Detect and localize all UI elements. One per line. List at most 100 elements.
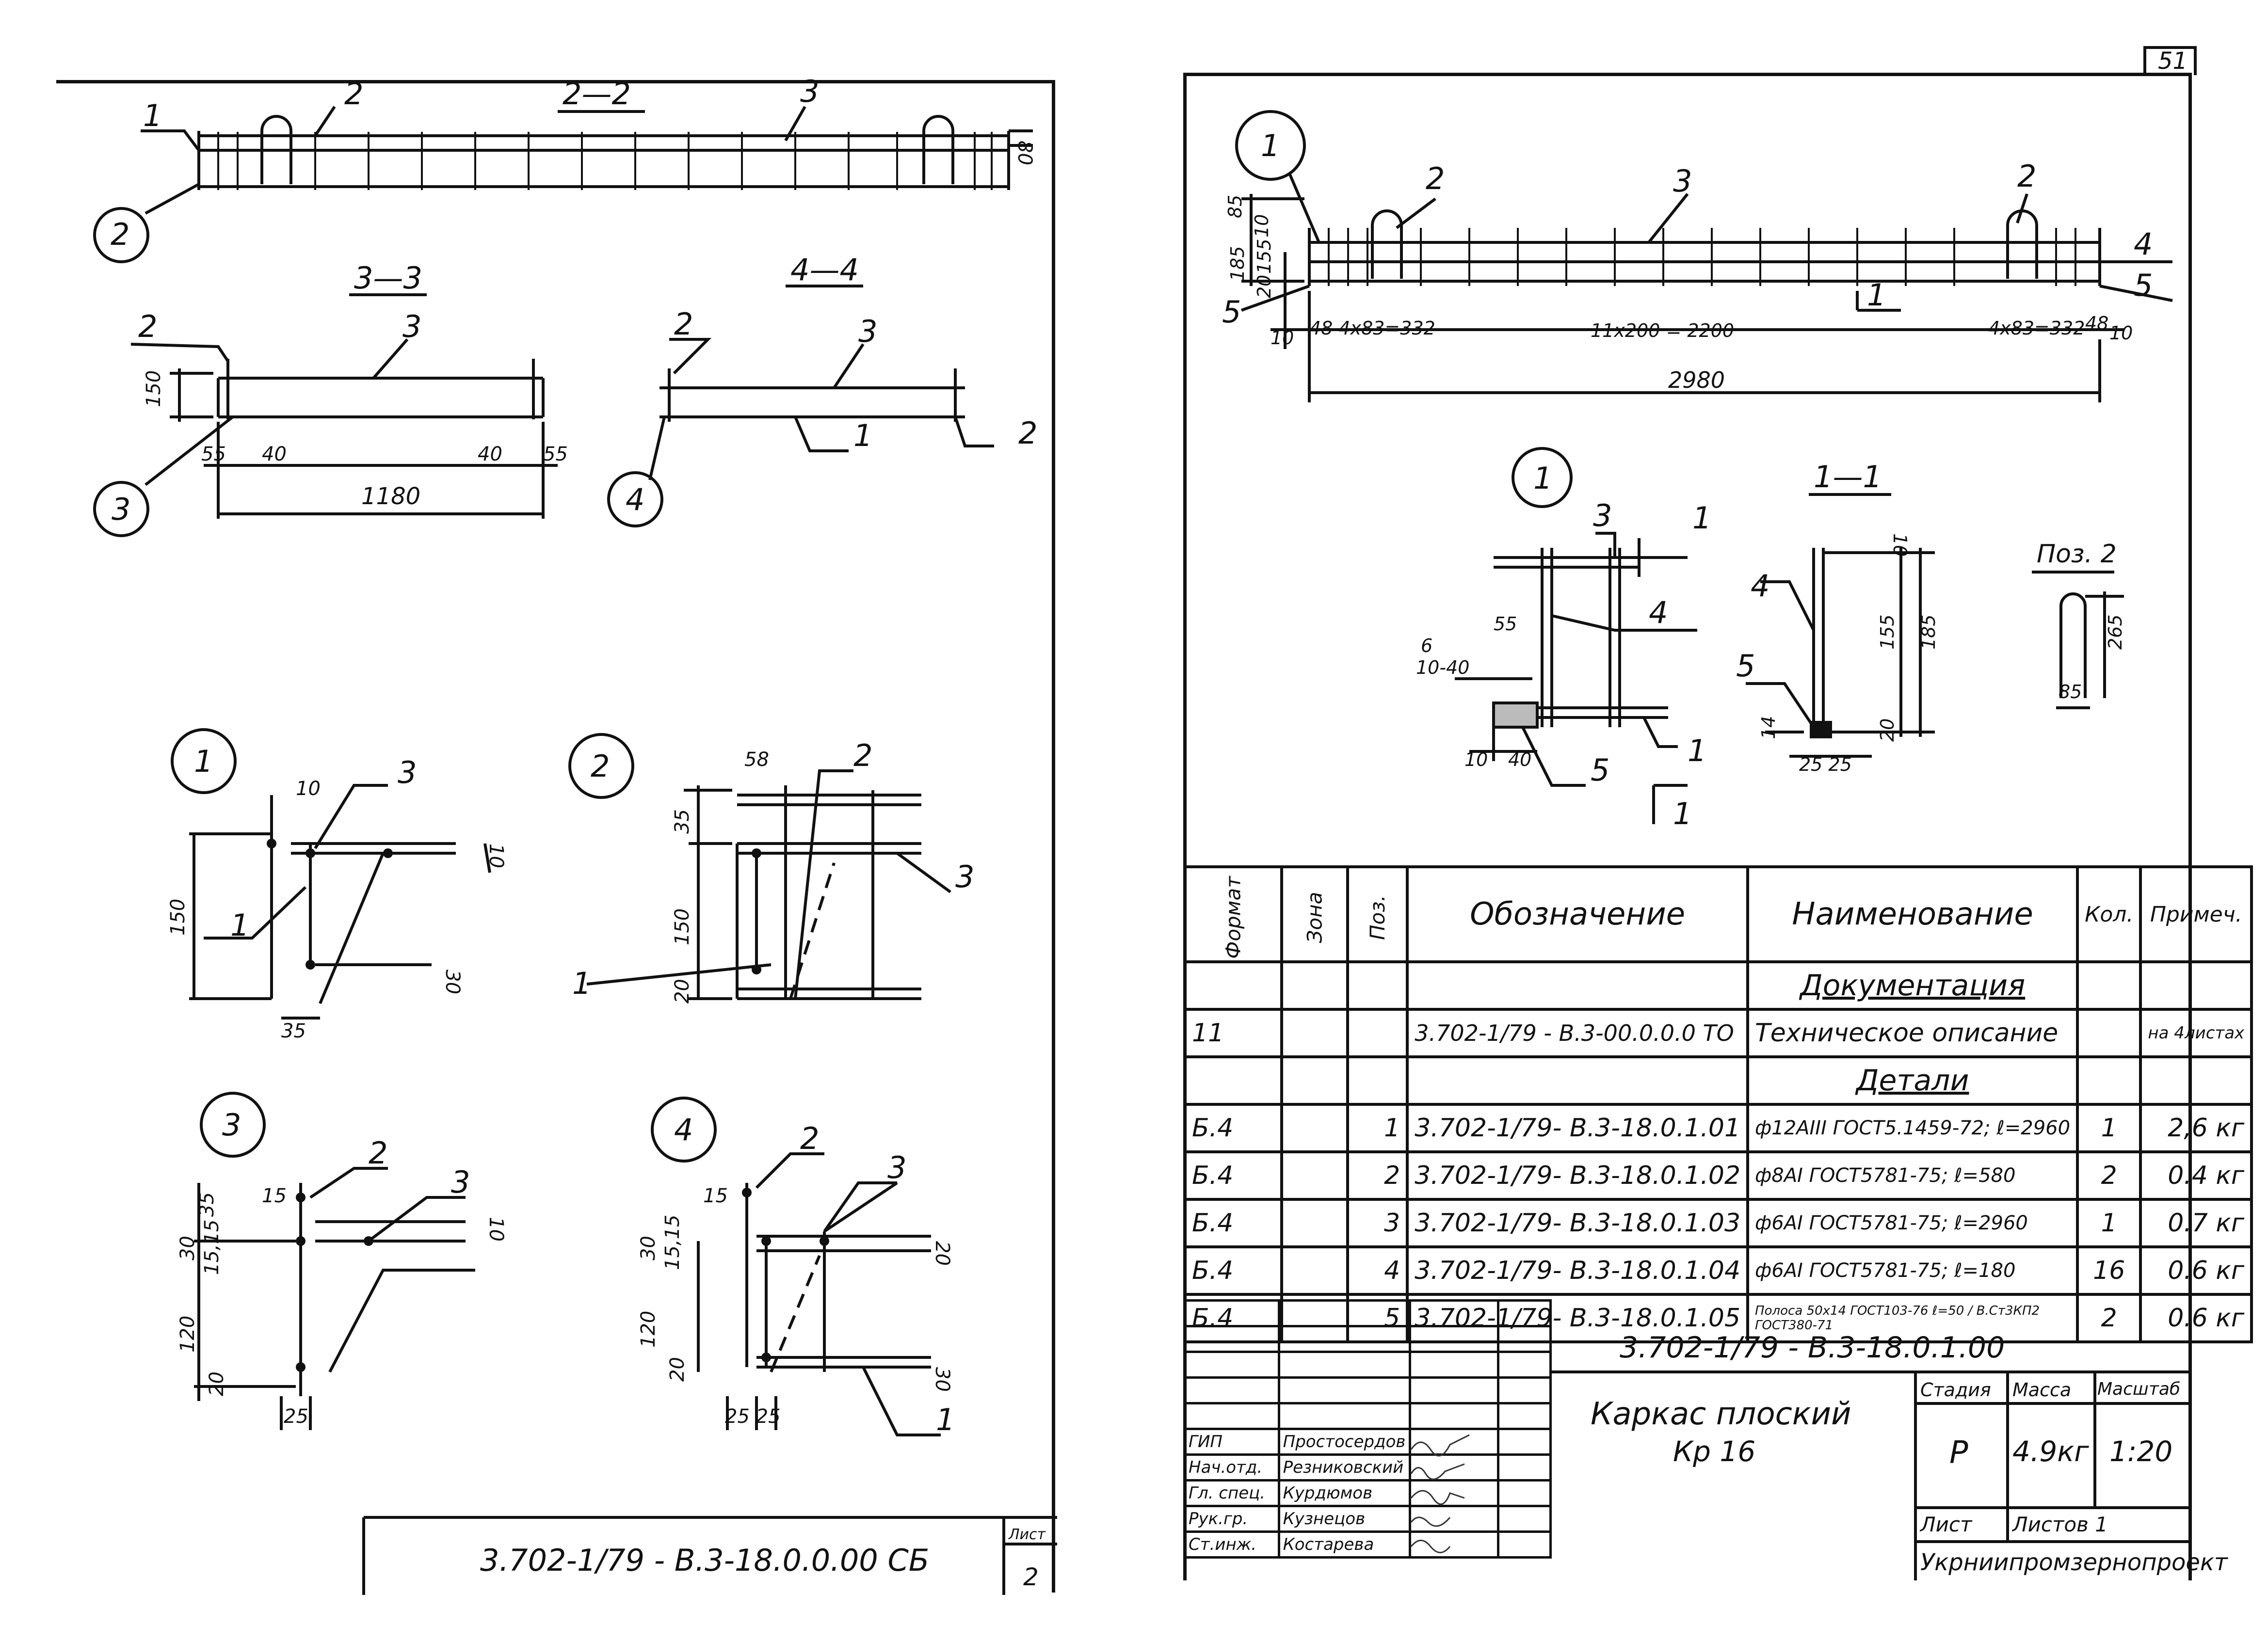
dim-20: 20	[206, 1371, 228, 1396]
dim-150: 150	[671, 908, 693, 945]
role-row: ГИП Простосердов	[1183, 1428, 1552, 1456]
dim-1180: 1180	[361, 483, 420, 510]
leader-3: 3	[398, 755, 417, 790]
dim-55-a: 55	[201, 443, 226, 465]
cell-zone	[1280, 1150, 1350, 1201]
node-mark-2: 2	[591, 749, 610, 784]
dim-35: 35	[196, 1192, 218, 1217]
header-zone: Зона	[1280, 865, 1350, 963]
dim-120: 120	[637, 1311, 659, 1348]
leader-2: 2	[853, 738, 872, 773]
callout-5: 5	[1736, 648, 1755, 684]
role-person: Резниковский	[1277, 1453, 1411, 1482]
section-1-1-title: 1—1	[1814, 459, 1882, 494]
cell-name: ф6АI ГОСТ5781-75; ℓ=180	[1746, 1245, 2079, 1296]
dim-25: 25	[284, 1405, 308, 1428]
s11-dim-185: 185	[1918, 614, 1939, 650]
cell-qty: 1	[2076, 1198, 2142, 1248]
cell-designation: 3.702-1/79- В.3-18.0.1.01	[1406, 1103, 1750, 1153]
s11-dim-155: 155	[1877, 614, 1898, 650]
dim-10: 10	[1251, 214, 1272, 238]
cell-zone	[1280, 1008, 1350, 1058]
cell-pos: 4	[1346, 1245, 1409, 1296]
leader-3: 3	[451, 1164, 470, 1200]
cell-designation: 3.702-1/79 - В.3-00.0.0.0 ТО	[1406, 1008, 1750, 1058]
cell-format: Б.4	[1183, 1150, 1284, 1201]
stage-label: Стадия	[1920, 1379, 1991, 1401]
cell-note: 0.6 кг	[2139, 1293, 2253, 1343]
role-row: Гл. спец. Курдюмов	[1183, 1479, 1552, 1507]
role-title: Нач.отд.	[1183, 1453, 1280, 1482]
leader-2: 2	[344, 76, 363, 112]
callout-5: 5	[1222, 294, 1241, 330]
left-sheet-number: 2	[1023, 1563, 1039, 1591]
callout-2: 2	[2017, 159, 2036, 194]
pos2-dim-265: 265	[2105, 614, 2126, 650]
role-title: Гл. спец.	[1183, 1479, 1280, 1507]
section-parts: Детали	[1746, 1055, 2079, 1106]
organization-name: Укрниипромзернопроект	[1920, 1549, 2228, 1576]
cell-qty: 2	[2076, 1293, 2142, 1343]
dim-15: 15	[703, 1185, 728, 1207]
dim-right-pitch: 4x83=332	[1988, 318, 2085, 339]
dim-15-15: 15,15	[661, 1214, 684, 1270]
s11-dim-10: 10	[1889, 533, 1911, 557]
callout-4: 4	[1751, 568, 1769, 604]
section-row: Документация	[1183, 960, 2253, 1011]
dim-30: 30	[177, 1236, 199, 1260]
callout-3: 3	[1593, 498, 1612, 533]
title-block-signatures: ГИП Простосердов Нач.отд. Резниковский Г…	[1183, 1299, 1552, 1559]
dim-40-b: 40	[478, 443, 502, 465]
cell-pos: 3	[1346, 1198, 1409, 1248]
cell-format: 11	[1183, 1008, 1284, 1058]
pos-2-title: Поз. 2	[2037, 540, 2117, 569]
dim-80: 80	[1013, 141, 1036, 165]
callout-1: 1	[1692, 500, 1711, 536]
dim-total-2980: 2980	[1668, 367, 1725, 393]
right-document-code: 3.702-1/79 - В.3-18.0.1.00	[1620, 1331, 2005, 1365]
spec-header-row: Формат Зона Поз. Обозначение Наименовани…	[1183, 865, 2253, 963]
leader-1: 1	[230, 908, 249, 943]
page-number: 51	[2158, 48, 2188, 75]
cell-name: Техническое описание	[1746, 1008, 2079, 1058]
node-1-circle-label: 1	[1533, 461, 1552, 496]
dim-10-right: 10	[2109, 322, 2133, 344]
dim-left-pitch: 48 4x83=332	[1309, 318, 1435, 339]
role-title: Ст.инж.	[1183, 1530, 1280, 1559]
leader-2: 2	[674, 306, 693, 342]
role-person: Костарева	[1277, 1530, 1411, 1559]
product-name-line-2: Кр 16	[1673, 1435, 1756, 1468]
dim-15-15: 15,15	[201, 1219, 223, 1275]
section-4-4-title: 4—4	[790, 252, 859, 287]
cell-format: Б.4	[1183, 1198, 1284, 1248]
role-person: Кузнецов	[1277, 1505, 1411, 1533]
dim-150: 150	[143, 370, 165, 407]
dim-30: 30	[931, 1367, 953, 1392]
leader-3: 3	[402, 309, 421, 344]
s11-dim-20: 20	[1877, 718, 1898, 742]
pos2-dim-85: 85	[2059, 681, 2082, 702]
header-qty: Кол.	[2076, 865, 2142, 963]
callout-1: 1	[1673, 796, 1692, 831]
dim-120: 120	[177, 1316, 199, 1353]
cell-designation: 3.702-1/79- В.3-18.0.1.04	[1406, 1245, 1750, 1296]
dim-30: 30	[441, 970, 464, 994]
node-mark-1: 1	[194, 744, 213, 779]
callout-1: 1	[1688, 733, 1706, 768]
header-designation: Обозначение	[1406, 865, 1750, 963]
callout-3: 3	[1673, 163, 1692, 199]
cell-designation: 3.702-1/79- В.3-18.0.1.02	[1406, 1150, 1750, 1201]
mass-value: 4.9кг	[2012, 1435, 2089, 1468]
dim-10: 10	[485, 844, 507, 868]
leader-3: 3	[858, 314, 877, 349]
dim-30: 30	[637, 1236, 659, 1260]
node1-dim-10-40: 10-40	[1416, 657, 1469, 678]
signature-cell	[1408, 1479, 1499, 1507]
role-title: ГИП	[1183, 1428, 1280, 1456]
left-drawing-sheet	[56, 80, 1055, 1593]
node-mark-4: 4	[674, 1112, 693, 1147]
leader-2: 2	[369, 1135, 387, 1171]
cell-name: ф6АI ГОСТ5781-75; ℓ=2960	[1746, 1198, 2079, 1248]
